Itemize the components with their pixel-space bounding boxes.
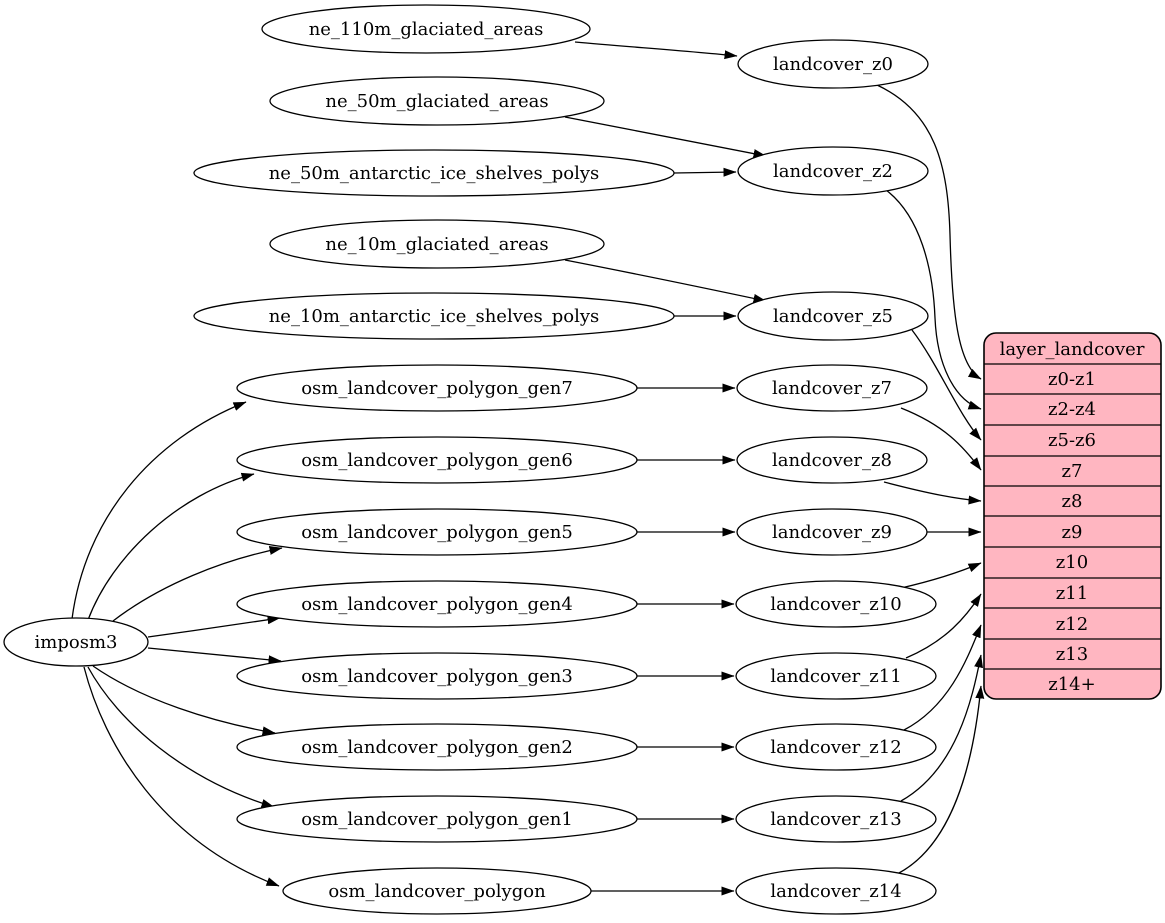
node-label: imposm3 [35, 632, 118, 653]
edges-layer [71, 41, 985, 896]
node-osm-landcover-polygon-gen1: osm_landcover_polygon_gen1 [236, 795, 638, 843]
node-ne-10m-glaciated-areas: ne_10m_glaciated_areas [269, 219, 605, 269]
node-label: osm_landcover_polygon_gen5 [301, 522, 573, 543]
node-label: ne_10m_antarctic_ice_shelves_polys [269, 306, 600, 327]
edge-landcover-z10-to-layer-landcover-z10 [900, 562, 982, 589]
node-label: landcover_z8 [772, 450, 892, 471]
node-osm-landcover-polygon-gen6: osm_landcover_polygon_gen6 [236, 436, 638, 484]
node-label: landcover_z0 [773, 54, 893, 75]
edge-imposm3-to-osm-landcover-polygon-gen1 [87, 666, 275, 808]
edge-imposm3-to-osm-landcover-polygon [83, 666, 280, 887]
record-row-z14plus: z14+ [1048, 674, 1095, 695]
node-label: landcover_z2 [773, 161, 893, 182]
edge-imposm3-to-osm-landcover-polygon-gen7 [71, 401, 247, 620]
node-landcover-z13: landcover_z13 [735, 795, 937, 843]
node-osm-landcover-polygon: osm_landcover_polygon [282, 867, 592, 915]
node-osm-landcover-polygon-gen3: osm_landcover_polygon_gen3 [236, 652, 638, 700]
edge-ne-50m-antarctic-ice-shelves-polys-to-landcover-z2 [673, 167, 737, 177]
node-label: ne_50m_antarctic_ice_shelves_polys [269, 163, 600, 184]
node-label: landcover_z7 [772, 378, 892, 399]
edge-ne-50m-glaciated-areas-to-landcover-z2 [564, 116, 767, 158]
node-landcover-z11: landcover_z11 [735, 652, 937, 700]
node-label: landcover_z14 [770, 881, 901, 902]
node-label: landcover_z13 [770, 809, 901, 830]
edge-ne-110m-glaciated-areas-to-landcover-z0 [574, 41, 738, 60]
node-landcover-z2: landcover_z2 [737, 146, 929, 196]
edge-imposm3-to-osm-landcover-polygon-gen4 [147, 615, 281, 638]
node-label: landcover_z9 [772, 522, 892, 543]
edge-imposm3-to-osm-landcover-polygon-gen5 [112, 546, 283, 622]
node-landcover-z8: landcover_z8 [736, 436, 928, 484]
node-label: osm_landcover_polygon_gen1 [301, 809, 573, 830]
edge-imposm3-to-osm-landcover-polygon-gen6 [87, 472, 255, 621]
node-ne-110m-glaciated-areas: ne_110m_glaciated_areas [261, 4, 591, 54]
node-label: osm_landcover_polygon_gen3 [301, 666, 573, 687]
node-landcover-z12: landcover_z12 [735, 723, 937, 771]
edge-imposm3-to-osm-landcover-polygon-gen3 [147, 647, 282, 665]
node-osm-landcover-polygon-gen2: osm_landcover_polygon_gen2 [236, 723, 638, 771]
node-landcover-z14: landcover_z14 [735, 867, 937, 915]
node-label: ne_50m_glaciated_areas [325, 91, 548, 112]
edge-imposm3-to-osm-landcover-polygon-gen2 [92, 665, 276, 736]
node-ne-50m-glaciated-areas: ne_50m_glaciated_areas [269, 76, 605, 126]
edge-landcover-z13-to-layer-landcover-z13 [900, 654, 984, 802]
node-osm-landcover-polygon-gen5: osm_landcover_polygon_gen5 [236, 508, 638, 556]
record-row-z5-z6: z5-z6 [1048, 430, 1096, 451]
edge-landcover-z11-to-layer-landcover-z11 [905, 593, 982, 659]
record-row-z2-z4: z2-z4 [1048, 399, 1096, 420]
record-row-z8: z8 [1062, 491, 1083, 512]
node-label: osm_landcover_polygon_gen2 [301, 737, 573, 758]
node-label: osm_landcover_polygon_gen4 [301, 594, 573, 615]
node-label: ne_110m_glaciated_areas [309, 19, 544, 40]
edge-landcover-z12-to-layer-landcover-z12 [903, 624, 982, 731]
node-imposm3: imposm3 [3, 617, 149, 667]
edge-landcover-z5-to-layer-landcover-z5-z6 [911, 329, 982, 441]
node-ne-50m-antarctic-ice-shelves-polys: ne_50m_antarctic_ice_shelves_polys [193, 149, 675, 197]
record-row-z7: z7 [1062, 461, 1083, 482]
node-label: landcover_z11 [770, 666, 901, 687]
node-landcover-z10: landcover_z10 [735, 580, 937, 628]
edge-landcover-z7-to-layer-landcover-z7 [900, 407, 982, 471]
node-landcover-z0: landcover_z0 [737, 39, 929, 89]
edge-landcover-z14-to-layer-landcover-z14plus [898, 685, 985, 874]
node-osm-landcover-polygon-gen4: osm_landcover_polygon_gen4 [236, 580, 638, 628]
record-row-z9: z9 [1062, 522, 1083, 543]
record-title: layer_landcover [1000, 339, 1145, 360]
record-row-z13: z13 [1056, 644, 1088, 665]
node-landcover-z7: landcover_z7 [736, 364, 928, 412]
node-label: osm_landcover_polygon_gen7 [301, 378, 573, 399]
node-ne-10m-antarctic-ice-shelves-polys: ne_10m_antarctic_ice_shelves_polys [193, 292, 675, 340]
edge-ne-10m-glaciated-areas-to-landcover-z5 [564, 259, 767, 303]
record-row-z0-z1: z0-z1 [1048, 369, 1096, 390]
node-label: landcover_z10 [770, 594, 901, 615]
nodes-layer: imposm3 ne_110m_glaciated_areas ne_50m_g… [3, 4, 937, 915]
node-landcover-z5: landcover_z5 [737, 291, 929, 341]
record-row-z11: z11 [1056, 583, 1088, 604]
edge-landcover-z8-to-layer-landcover-z8 [883, 481, 982, 505]
node-label: landcover_z12 [770, 737, 901, 758]
edge-landcover-z0-to-layer-landcover-z0-z1 [876, 84, 982, 380]
node-label: osm_landcover_polygon [328, 881, 546, 902]
node-label: landcover_z5 [773, 306, 893, 327]
node-label: ne_10m_glaciated_areas [325, 234, 548, 255]
record-row-z12: z12 [1056, 614, 1088, 635]
node-osm-landcover-polygon-gen7: osm_landcover_polygon_gen7 [236, 364, 638, 412]
record-row-z10: z10 [1056, 552, 1088, 573]
node-label: osm_landcover_polygon_gen6 [301, 450, 573, 471]
edge-landcover-z2-to-layer-landcover-z2-z4 [885, 189, 982, 410]
node-landcover-z9: landcover_z9 [736, 508, 928, 556]
record-layer-landcover: layer_landcover z0-z1 z2-z4 z5-z6 z7 z8 … [983, 332, 1162, 700]
